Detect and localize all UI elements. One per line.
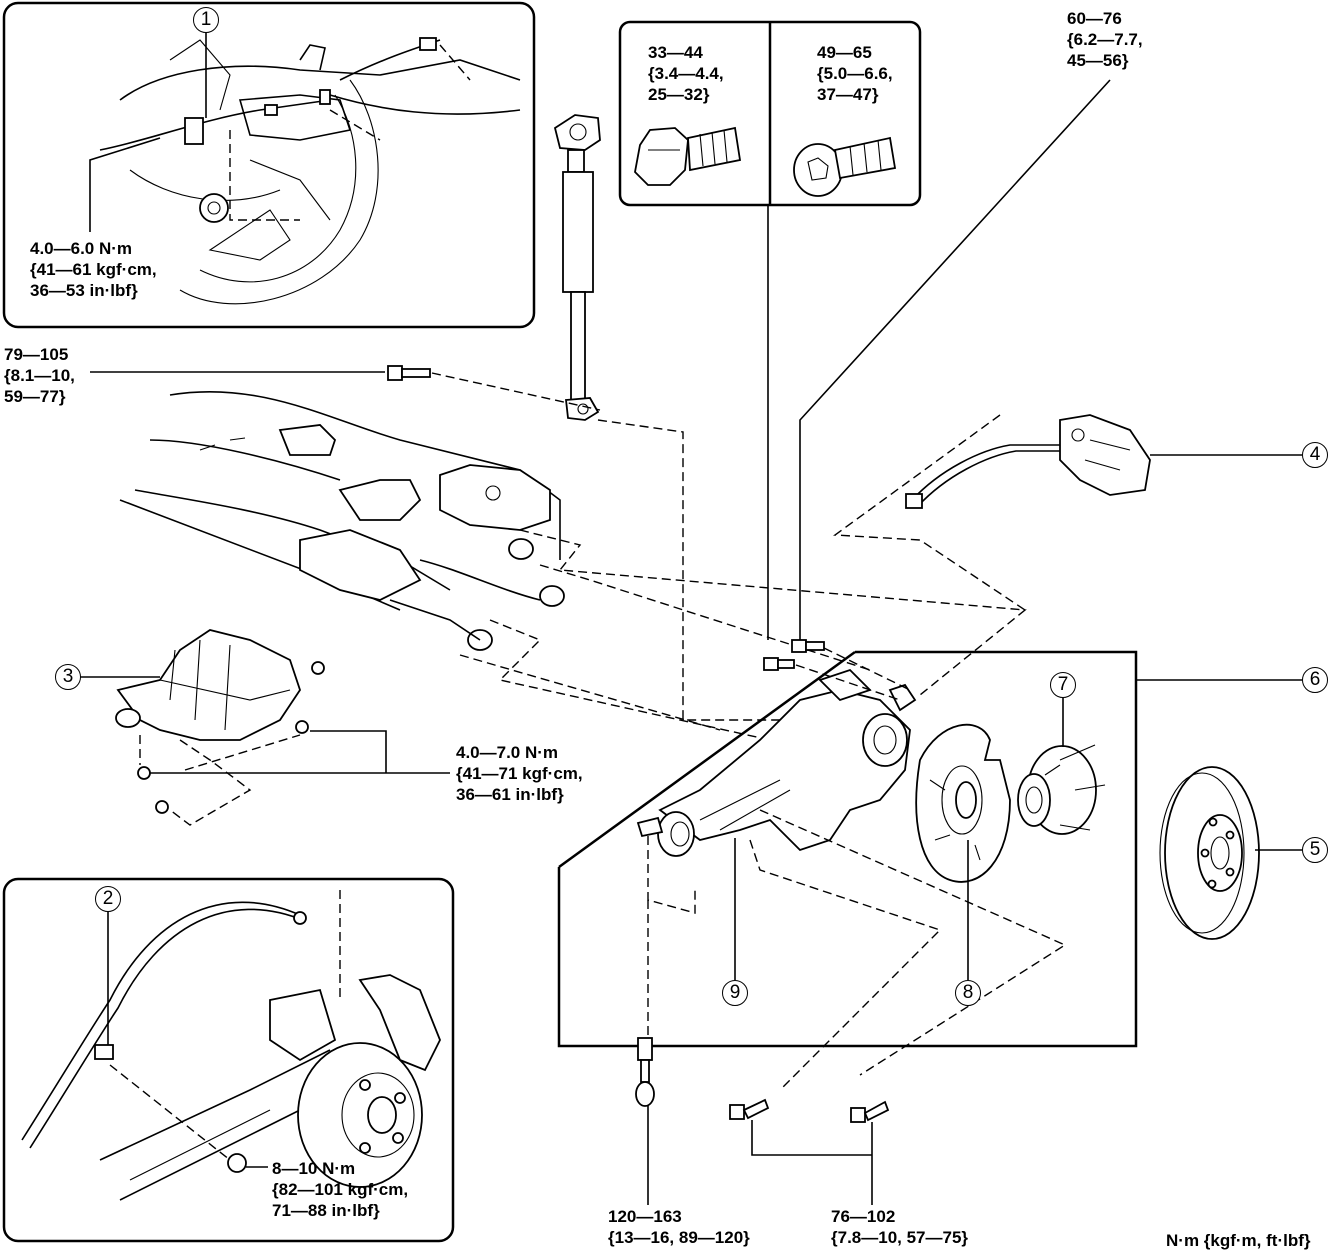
torque-line: 4.0—7.0 N·m — [456, 743, 559, 762]
units-note: N·m {kgf·m, ft·lbf} — [1166, 1231, 1311, 1250]
inset-parking-brake-cable-routing — [2, 877, 455, 1243]
torque-line: {3.4—4.4, — [648, 64, 724, 83]
callout-8: 8 — [955, 980, 981, 1006]
lower-bolts — [635, 900, 890, 1205]
torque-label-hex-bolt: 33—44 {3.4—4.4, 25—32} — [648, 42, 724, 105]
torque-line: {13—16, 89—120} — [608, 1228, 750, 1247]
torque-line: 79—105 — [4, 345, 69, 364]
torque-line: {41—61 kgf·cm, — [30, 260, 157, 279]
brake-caliper — [833, 414, 1302, 611]
torque-line: 59—77} — [4, 387, 66, 406]
callout-6: 6 — [1302, 667, 1328, 693]
torque-line: 36—61 in·lbf} — [456, 785, 564, 804]
torque-line: 49—65 — [817, 43, 872, 62]
knuckle-assembly-frame — [557, 650, 1302, 1048]
torque-line: 60—76 — [1067, 9, 1122, 28]
callout-7: 7 — [1050, 672, 1076, 698]
knuckle-bolts-upper — [763, 79, 1111, 701]
torque-label-knuckle-bolt: 60—76 {6.2—7.7, 45—56} — [1067, 8, 1143, 71]
torque-label-torx-bolt: 49—65 {5.0—6.6, 37—47} — [817, 42, 893, 105]
torque-line: 8—10 N·m — [272, 1159, 356, 1178]
torque-line: 76—102 — [831, 1207, 896, 1226]
trailing-arm-knuckle — [636, 668, 1067, 1091]
torque-label-lower-bolts: 76—102 {7.8—10, 57—75} — [831, 1206, 968, 1248]
torque-line: 120—163 — [608, 1207, 682, 1226]
torque-line: 25—32} — [648, 85, 710, 104]
torque-line: {5.0—6.6, — [817, 64, 893, 83]
torque-line: 36—53 in·lbf} — [30, 281, 138, 300]
callout-5: 5 — [1302, 837, 1328, 863]
torque-line: 37—47} — [817, 85, 879, 104]
shock-absorber — [553, 114, 601, 421]
callout-9: 9 — [722, 980, 748, 1006]
callout-1: 1 — [193, 7, 219, 33]
torque-line: 45—56} — [1067, 51, 1129, 70]
torque-label-shock-bolt: 79—105 {8.1—10, 59—77} — [4, 344, 75, 407]
torque-line: 33—44 — [648, 43, 703, 62]
brake-disc — [1159, 766, 1302, 940]
torque-label-bracket-bolt: 4.0—6.0 N·m {41—61 kgf·cm, 36—53 in·lbf} — [30, 238, 157, 301]
torque-line: 71—88 in·lbf} — [272, 1201, 380, 1220]
torque-line: {8.1—10, — [4, 366, 75, 385]
torque-label-cable-nut: 8—10 N·m {82—101 kgf·cm, 71—88 in·lbf} — [272, 1158, 408, 1221]
callout-2: 2 — [95, 886, 121, 912]
heat-shield — [80, 629, 450, 826]
bolt-torque-box — [618, 20, 922, 640]
torque-label-heat-shield-bolt: 4.0—7.0 N·m {41—71 kgf·cm, 36—61 in·lbf} — [456, 742, 583, 805]
torque-line: {7.8—10, 57—75} — [831, 1228, 969, 1247]
callout-4: 4 — [1302, 442, 1328, 468]
torque-line: 4.0—6.0 N·m — [30, 239, 133, 258]
callout-3: 3 — [55, 664, 81, 690]
torque-line: {41—71 kgf·cm, — [456, 764, 583, 783]
rear-axle-crossmember — [119, 391, 1027, 761]
torque-line: {6.2—7.7, — [1067, 30, 1143, 49]
shock-lower-bolt — [90, 365, 840, 721]
dust-shield — [915, 723, 1011, 980]
inset-parking-brake-cable-bracket — [2, 1, 536, 329]
torque-line: {82—101 kgf·cm, — [272, 1180, 409, 1199]
torque-label-arm-bolt: 120—163 {13—16, 89—120} — [608, 1206, 750, 1248]
wheel-hub — [1017, 698, 1106, 835]
